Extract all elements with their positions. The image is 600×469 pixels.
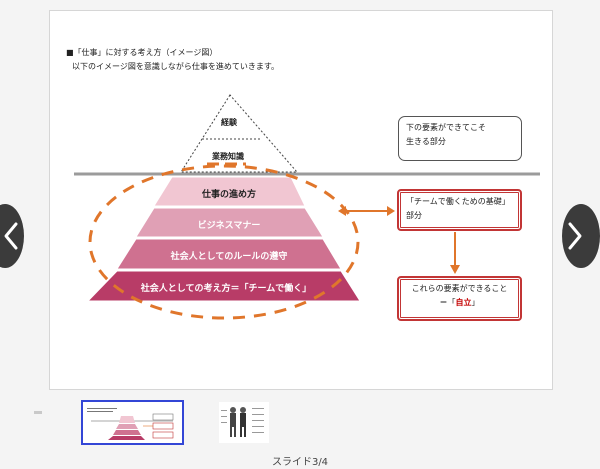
pyramid-level-1	[153, 176, 306, 207]
chevron-left-icon	[4, 222, 18, 250]
callout-bottom-line1: これらの要素ができること	[411, 284, 508, 293]
pyramid-label-knowledge: 業務知識	[212, 152, 244, 161]
slide-subheading: 以下のイメージ図を意識しながら仕事を進めていきます。	[72, 62, 280, 71]
dashed-highlight-ellipse	[88, 164, 360, 320]
slide-heading: ■「仕事」に対する考え方（イメージ図）	[66, 48, 218, 57]
callout-middle: 「チームで働くための基礎」 部分	[397, 189, 522, 231]
pyramid-top-dashed	[180, 94, 299, 173]
slide-counter: スライド3/4	[271, 457, 329, 468]
thumbnail-slide-4[interactable]	[219, 402, 269, 443]
callout-middle-line1: 「チームで働くための基礎」	[406, 197, 510, 206]
callout-top: 下の要素ができてこそ 生きる部分	[398, 116, 522, 161]
callout-bottom-line2: ＝「自立」	[406, 296, 513, 310]
arrow-down-head	[450, 265, 460, 274]
pyramid-label-level-4: 社会人としての考え方＝「チームで働く」	[140, 284, 312, 294]
callout-bottom-highlight: 自立	[455, 298, 472, 307]
callout-top-line2: 生きる部分	[406, 137, 446, 146]
pyramid-level-3	[116, 238, 342, 270]
thumbnail-slide-3-preview	[87, 408, 174, 440]
next-slide-button[interactable]	[562, 204, 600, 268]
pyramid-level-2	[135, 207, 324, 238]
callout-top-line1: 下の要素ができてこそ	[406, 123, 486, 132]
pyramid-label-level-2: ビジネスマナー	[197, 221, 261, 231]
pyramid-level-4	[86, 270, 361, 302]
callout-middle-line2: 部分	[406, 211, 422, 220]
thumbnail-slide-3[interactable]	[81, 400, 184, 445]
callout-bottom: これらの要素ができること ＝「自立」	[397, 276, 522, 321]
thumbnail-slide-2[interactable]	[34, 411, 42, 414]
pyramid-label-experience: 経験	[221, 118, 237, 127]
pyramid-label-level-3: 社会人としてのルールの遵守	[170, 252, 288, 262]
arrow-left-head	[338, 206, 346, 216]
chevron-right-icon	[568, 222, 582, 250]
callout-bottom-prefix: ＝「	[439, 298, 456, 307]
callout-bottom-suffix: 」	[471, 298, 480, 307]
arrow-right-head	[387, 206, 395, 216]
thumbnail-slide-4-preview	[221, 407, 264, 437]
pyramid-label-level-1: 仕事の進め方	[201, 190, 257, 200]
